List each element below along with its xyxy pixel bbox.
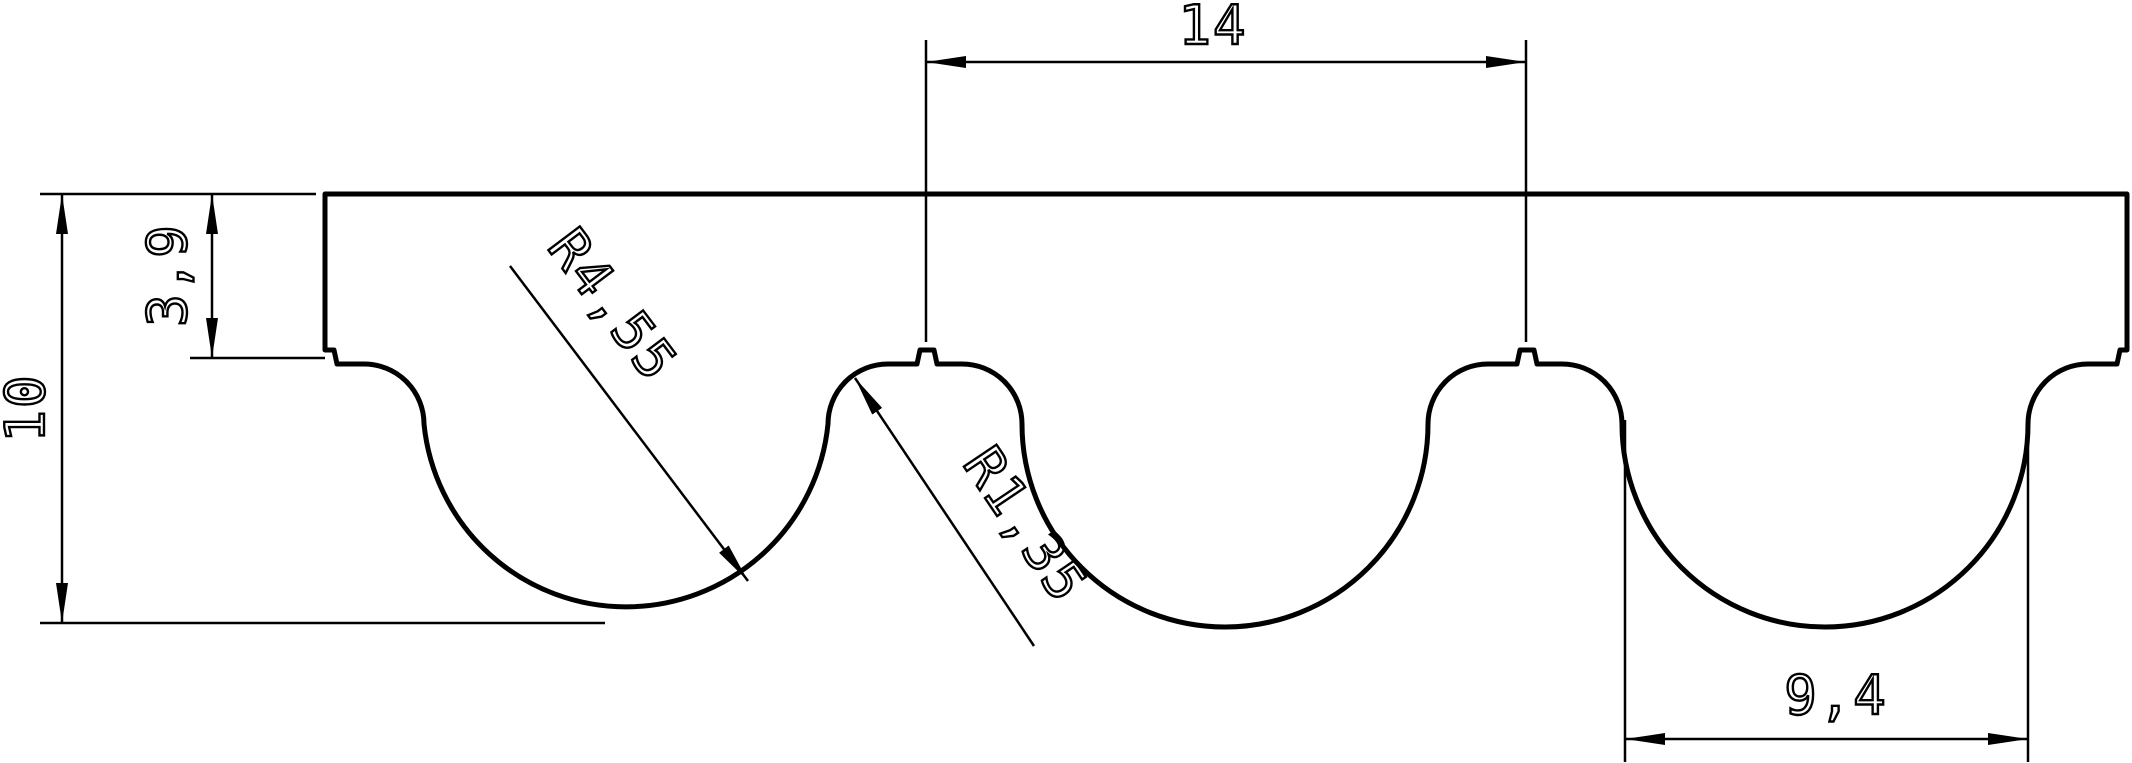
tooth-width-dimension: 9,4 (1623, 420, 2030, 762)
root-radius-leader (853, 377, 1036, 647)
pitch-dimension: 14 (924, 0, 1528, 342)
tooth-height-label: 3,9 (136, 223, 199, 327)
total-height-label: 10 (0, 373, 57, 442)
tooth-height-dimension: 3,9 (135, 194, 325, 360)
tooth-width-label: 9,4 (1784, 664, 1888, 727)
pitch-label: 14 (1178, 0, 1247, 57)
belt-outline (322, 191, 2130, 630)
tooth-radius-dimension: R4,55 (509, 216, 749, 582)
total-height-dimension: 10 (0, 192, 605, 625)
tooth-radius-leader (509, 265, 749, 582)
root-radius-dimension: R1,35 (853, 377, 1101, 647)
tooth-radius-label: R4,55 (536, 217, 690, 393)
